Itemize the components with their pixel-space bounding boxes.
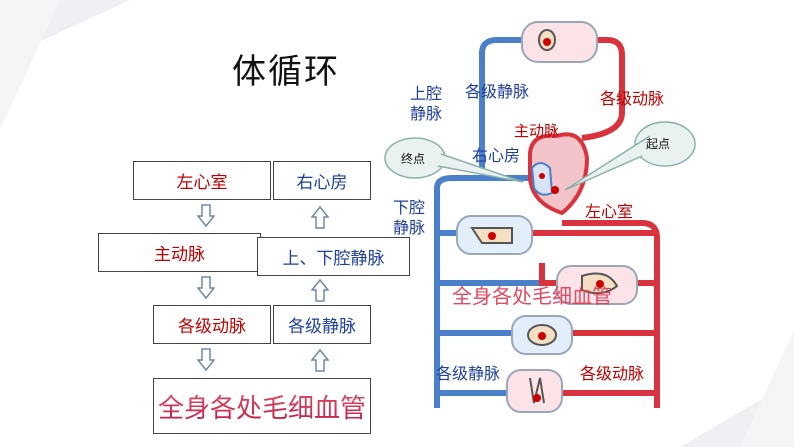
flow-arteries: 各级动脉 xyxy=(153,305,271,344)
flow-veins: 各级静脉 xyxy=(273,305,371,344)
label-upper-vena-cava: 上腔 静脉 xyxy=(410,84,443,123)
label-arteries-bottom: 各级动脉 xyxy=(580,364,645,383)
page-title: 体循环 xyxy=(232,52,340,92)
flow-vena-cava: 上、下腔静脉 xyxy=(257,237,410,276)
circulation-diagram xyxy=(434,21,660,413)
arrow-down-icon xyxy=(197,276,215,300)
flow-left-ventricle: 左心室 xyxy=(133,161,271,200)
label-capillaries: 全身各处毛细血管 xyxy=(452,284,612,308)
label-veins-top: 各级静脉 xyxy=(465,82,530,101)
label-veins-bottom: 各级静脉 xyxy=(436,364,501,383)
arrow-up-icon xyxy=(311,205,329,229)
flow-capillaries: 全身各处毛细血管 xyxy=(153,378,371,434)
flow-aorta: 主动脉 xyxy=(98,233,261,272)
arrow-down-icon xyxy=(197,348,215,372)
arrow-up-icon xyxy=(311,278,329,302)
arrow-up-icon xyxy=(311,348,329,372)
label-aorta: 主动脉 xyxy=(514,122,560,140)
arrow-down-icon xyxy=(197,204,215,228)
end-point-callout xyxy=(384,137,524,183)
end-point-label: 终点 xyxy=(401,152,426,166)
start-point-label: 起点 xyxy=(646,137,671,151)
label-right-atrium: 右心房 xyxy=(472,146,521,165)
label-lower-vena-cava: 下腔 静脉 xyxy=(393,198,426,237)
label-arteries-top: 各级动脉 xyxy=(600,89,665,108)
start-point-callout xyxy=(564,121,696,191)
label-left-ventricle: 左心室 xyxy=(585,202,634,221)
flow-right-atrium: 右心房 xyxy=(273,161,371,200)
